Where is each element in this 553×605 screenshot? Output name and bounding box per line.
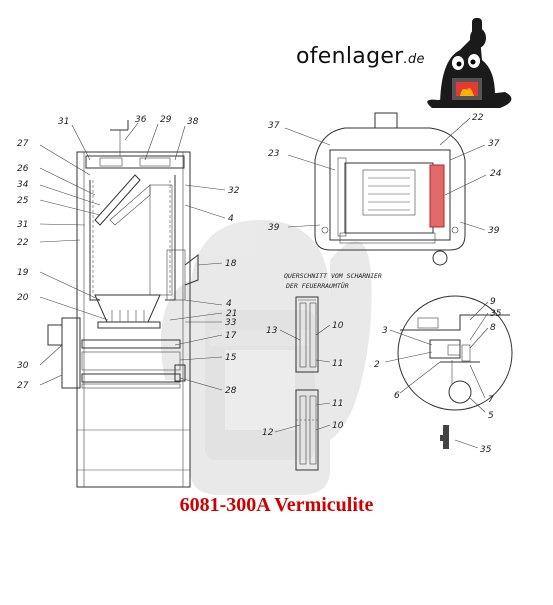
part-label: 18 <box>225 259 237 269</box>
part-label: 13 <box>266 326 278 336</box>
top-view-leader-lines <box>284 117 487 231</box>
part-label: 12 <box>262 428 274 438</box>
part-label: 15 <box>225 353 237 363</box>
part-label: 4 <box>228 214 234 224</box>
part-label: 27 <box>17 381 29 391</box>
part-label: 8 <box>490 323 496 333</box>
part-label: 34 <box>17 180 29 190</box>
part-label: 22 <box>472 113 484 123</box>
part-label: 26 <box>17 164 29 174</box>
part-label: 39 <box>488 226 500 236</box>
part-label: 37 <box>488 139 500 149</box>
part-label: 39 <box>268 223 280 233</box>
part-label: 30 <box>17 361 29 371</box>
detail-leader-lines <box>384 301 489 413</box>
part-label: 23 <box>268 149 280 159</box>
part-label: 22 <box>17 238 29 248</box>
part-label: 19 <box>17 268 29 278</box>
part-label: 28 <box>225 386 237 396</box>
clip-part-icon <box>440 425 479 449</box>
stove-mascot-icon <box>427 18 512 108</box>
part-label: 11 <box>332 359 343 369</box>
part-label: 6 <box>394 391 400 401</box>
part-label: 31 <box>58 117 69 127</box>
part-label: 17 <box>225 331 237 341</box>
part-label: 32 <box>228 186 240 196</box>
part-label: 2 <box>374 360 380 370</box>
section-label-line-2: DER FEUERRAUMTÜR <box>285 281 349 290</box>
part-label: 25 <box>17 196 29 206</box>
part-label: 24 <box>490 169 502 179</box>
hinge-leader-lines <box>274 324 331 433</box>
brand-logo[interactable]: ofenlager.de <box>296 44 425 69</box>
part-label: 5 <box>488 411 494 421</box>
part-label: 35 <box>480 445 492 455</box>
top-cross-section-view <box>314 112 466 266</box>
part-label: 29 <box>160 115 172 125</box>
detail-circle-view <box>397 295 513 411</box>
brand-tld: .de <box>403 52 425 67</box>
part-label: 20 <box>17 293 29 303</box>
part-label: 38 <box>187 117 199 127</box>
side-section-view <box>47 120 199 488</box>
part-label: 31 <box>17 220 28 230</box>
part-label: 21 <box>226 309 237 319</box>
part-label: 35 <box>490 309 502 319</box>
part-label: 10 <box>332 421 344 431</box>
section-label-line-1: QUERSCHNITT VOM SCHARNIER <box>284 272 382 280</box>
side-view-leader-lines <box>39 122 226 391</box>
part-label: 36 <box>135 115 147 125</box>
watermark-mascot-icon <box>160 220 372 495</box>
part-number-labels: 31 36 29 38 27 26 34 25 31 22 32 4 18 19… <box>17 113 502 455</box>
part-label: 10 <box>332 321 344 331</box>
part-label: 37 <box>268 121 280 131</box>
part-label: 9 <box>490 297 496 307</box>
part-label: 3 <box>382 326 388 336</box>
vermiculite-plate-highlight <box>429 164 445 228</box>
part-label: 11 <box>332 399 343 409</box>
part-label: 27 <box>17 139 29 149</box>
brand-name: ofenlager <box>296 44 404 69</box>
part-label: 4 <box>226 299 232 309</box>
diagram-caption: 6081-300A Vermiculite <box>179 494 374 516</box>
part-label: 33 <box>225 318 237 328</box>
part-label: 7 <box>488 395 494 405</box>
